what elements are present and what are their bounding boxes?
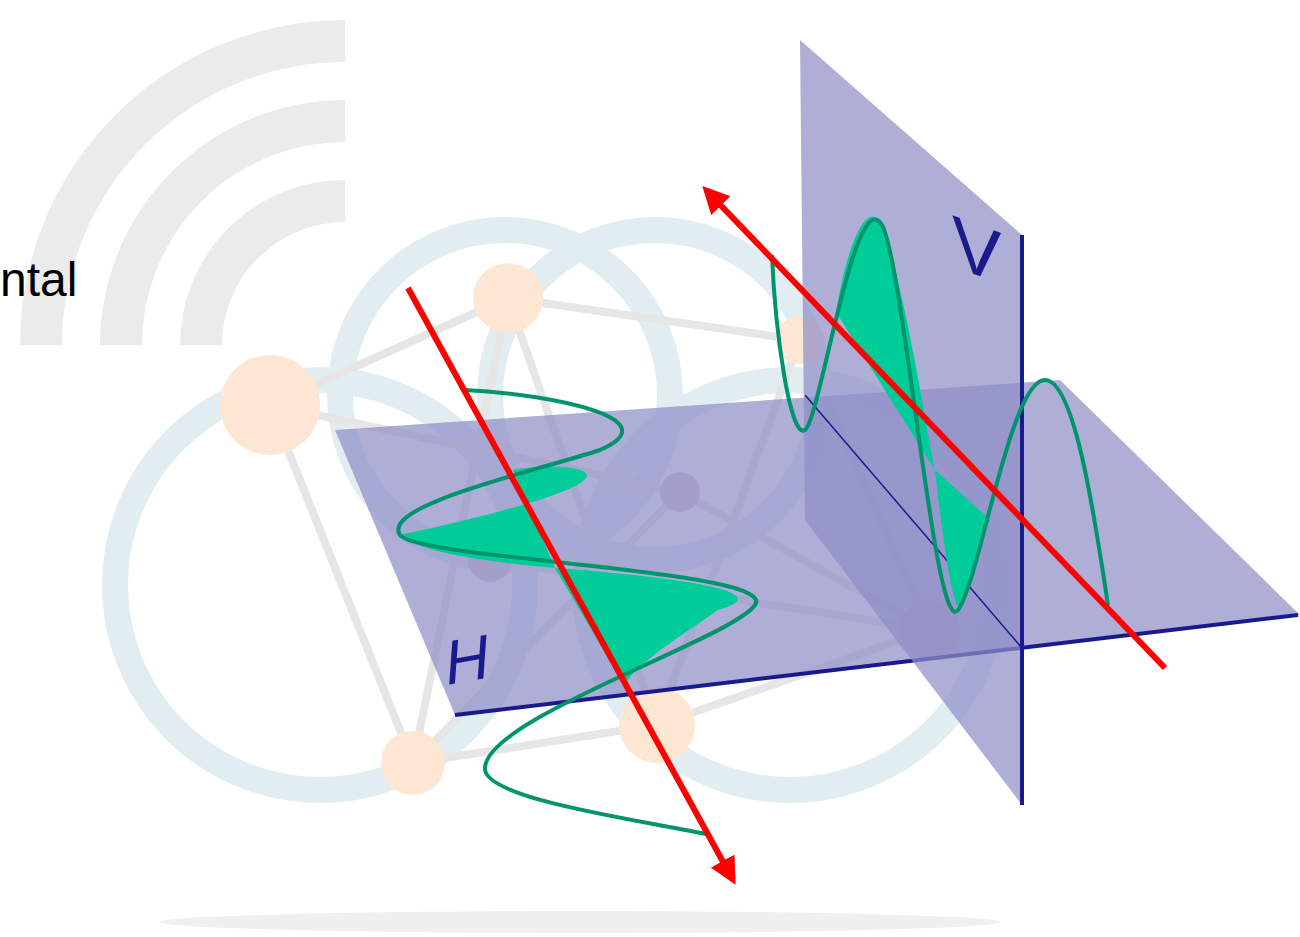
vertical-plane	[800, 40, 1022, 805]
plane-label: V	[952, 204, 1001, 296]
propagation-arrow	[408, 288, 733, 880]
title-fragment: ntal	[0, 256, 77, 304]
plane-edge	[455, 615, 1298, 715]
propagation-arrow	[706, 190, 1165, 668]
plane-label: H	[444, 624, 493, 696]
horizontal-wave	[398, 390, 756, 835]
